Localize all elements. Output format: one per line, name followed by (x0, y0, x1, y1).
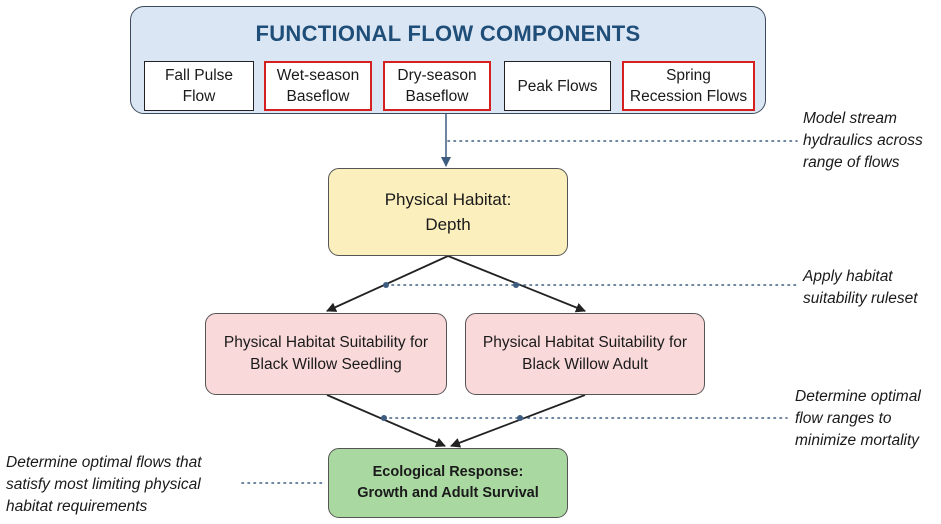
node-suitability-adult: Physical Habitat Suitability for Black W… (465, 313, 705, 395)
arrow-adult-to-eco (450, 394, 586, 448)
component-spring-recession-flows: Spring Recession Flows (622, 61, 755, 111)
component-wet-season-baseflow: Wet-season Baseflow (264, 61, 372, 111)
panel-title: FUNCTIONAL FLOW COMPONENTS (255, 21, 641, 46)
node-suitability-seedling: Physical Habitat Suitability for Black W… (205, 313, 447, 395)
component-fall-pulse-flow: Fall Pulse Flow (144, 61, 254, 111)
arrow-seedling-to-eco (326, 394, 446, 448)
leader-ruleset-dot-left (383, 282, 389, 288)
note-optimal-flow-ranges: Determine optimal flow ranges to minimiz… (795, 388, 921, 449)
note-model-hydraulics: Model stream hydraulics across range of … (803, 110, 923, 171)
note-limiting-requirements: Determine optimal flows that satisfy mos… (6, 454, 202, 515)
component-peak-flows: Peak Flows (504, 61, 611, 111)
node-physical-habitat-depth: Physical Habitat: Depth (328, 168, 568, 256)
component-dry-season-baseflow: Dry-season Baseflow (383, 61, 491, 111)
functional-flow-components-panel: FUNCTIONAL FLOW COMPONENTS Fall Pulse Fl… (130, 6, 766, 114)
node-ecological-response: Ecological Response: Growth and Adult Su… (328, 448, 568, 518)
leader-optimal-dot-left (381, 415, 387, 421)
leader-optimal-dot-right (517, 415, 523, 421)
leader-ruleset-dot-right (513, 282, 519, 288)
note-apply-ruleset: Apply habitat suitability ruleset (803, 268, 918, 307)
